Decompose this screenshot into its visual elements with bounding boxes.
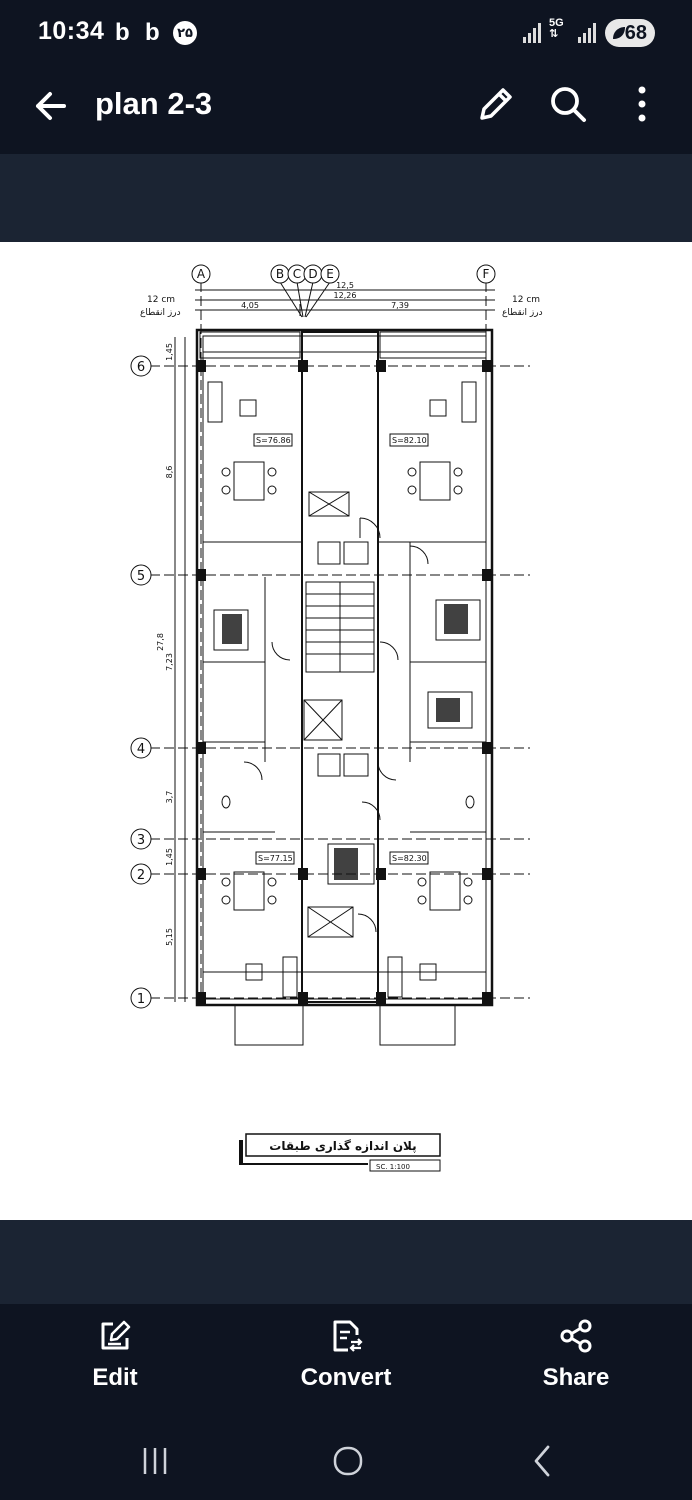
bottom-action-bar: Edit Convert Share <box>0 1304 692 1500</box>
axis-label-top: D <box>308 267 317 281</box>
convert-button[interactable]: Convert <box>271 1318 421 1408</box>
axis-label-top: F <box>483 267 490 281</box>
signal-icon <box>523 23 541 43</box>
battery-indicator: 68 <box>605 19 655 47</box>
axis-label-left: 5 <box>137 569 145 584</box>
gap-text-left: درز انقطاع <box>140 308 181 318</box>
gap-label-left: 12 cm <box>147 295 175 305</box>
axis-label-top: C <box>293 267 301 281</box>
dim-left: 1,45 <box>165 848 174 866</box>
dim-left: 8,6 <box>165 466 174 479</box>
edit-document-icon <box>101 1320 131 1350</box>
document-viewer[interactable]: A B C D E F 6 5 4 3 <box>0 154 692 1304</box>
area-label: S=77.15 <box>258 854 293 863</box>
axis-label-top: B <box>276 267 284 281</box>
notification-icon: b <box>115 19 130 46</box>
battery-level: 68 <box>624 22 647 44</box>
battery-saver-icon <box>613 27 625 39</box>
plan-scale: SC. 1:100 <box>376 1163 410 1171</box>
gap-text-right: درز انقطاع <box>502 308 543 318</box>
plan-title: پلان اندازه گذاری طبقات <box>269 1139 416 1153</box>
dim-left: 27,8 <box>156 633 165 651</box>
axis-label-left: 4 <box>137 742 145 757</box>
share-icon <box>560 1319 592 1353</box>
area-label: S=82.10 <box>392 436 427 445</box>
dim-total: 12,5 <box>336 281 354 290</box>
axis-label-top: E <box>326 267 334 281</box>
axis-label-top: A <box>197 267 206 281</box>
data-arrows-icon: ⇅ <box>549 28 559 40</box>
network-type: 5G⇅ <box>549 18 564 40</box>
document-title: plan 2-3 <box>95 86 213 121</box>
axis-label-left: 6 <box>137 360 145 375</box>
document-page[interactable]: A B C D E F 6 5 4 3 <box>0 242 692 1220</box>
share-button-label: Share <box>542 1364 610 1391</box>
network-type-label: 5G <box>549 17 564 29</box>
recents-nav-icon[interactable] <box>125 1440 185 1484</box>
convert-document-icon <box>333 1320 363 1352</box>
notification-icon: b <box>145 19 160 46</box>
status-time: 10:34 <box>38 17 105 45</box>
dim-left: 5,15 <box>165 928 174 946</box>
dim-right-span: 7,39 <box>391 301 409 310</box>
signal-icon <box>578 23 596 43</box>
more-options-icon[interactable] <box>622 82 662 126</box>
area-label: S=76.86 <box>256 436 291 445</box>
area-label: S=82.30 <box>392 854 427 863</box>
dim-left-span: 4,05 <box>241 301 259 310</box>
dim-left: 1,45 <box>165 343 174 361</box>
floor-plan-drawing: A B C D E F 6 5 4 3 <box>130 264 543 1172</box>
dim-left: 3,7 <box>165 791 174 804</box>
home-nav-icon[interactable] <box>318 1440 378 1484</box>
search-icon[interactable] <box>546 82 590 126</box>
gap-label-right: 12 cm <box>512 295 540 305</box>
dim-left: 7,23 <box>165 653 174 671</box>
edit-button-label: Edit <box>92 1364 138 1391</box>
status-bar: 10:34 b b ۲۵ 5G⇅ 68 <box>0 0 692 66</box>
notification-badge: ۲۵ <box>173 21 197 45</box>
axis-label-left: 3 <box>137 833 145 848</box>
app-bar: plan 2-3 <box>0 66 692 154</box>
share-button[interactable]: Share <box>501 1318 651 1408</box>
edit-button[interactable]: Edit <box>40 1318 190 1408</box>
pencil-icon[interactable] <box>474 82 518 126</box>
back-arrow-icon[interactable] <box>30 84 74 128</box>
convert-button-label: Convert <box>300 1364 392 1391</box>
dim-inner: 12,26 <box>334 291 357 300</box>
axis-label-left: 2 <box>137 868 145 883</box>
axis-label-left: 1 <box>137 992 145 1007</box>
back-nav-icon[interactable] <box>512 1440 572 1484</box>
